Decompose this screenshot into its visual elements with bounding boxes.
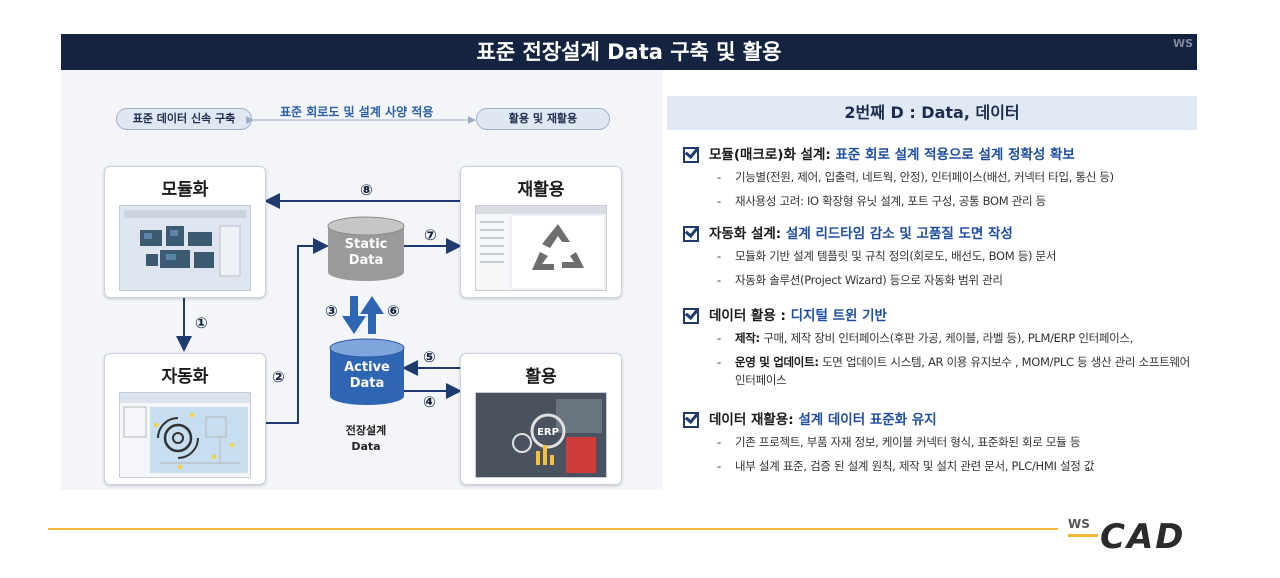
section-title-plain: 자동화 설계: [709,226,786,242]
step-6: ⑥ [387,302,400,320]
section-modular-title: 모듈(매크로)화 설계: 표준 회로 설계 적용으로 설계 정확성 확보 [683,146,1193,164]
active-data-label: Active Data [330,360,404,392]
footer-line [48,528,1058,530]
checkbox-icon [683,226,699,242]
bullet-item: 운영 및 업데이트: 도면 업데이트 시스템, AR 이용 유지보수 , MOM… [717,353,1193,389]
modularization-screenshot [119,205,251,291]
step-4: ④ [423,393,436,411]
arrow-3-6-block [342,296,384,334]
active-label-line1: Active [344,360,390,375]
section-data-utilization: 데이터 활용 : 디지털 트윈 기반 제작: 구매, 제작 장비 인터페이스(후… [683,307,1193,395]
bullet-item: 제작: 구매, 제작 장비 인터페이스(후판 가공, 케이블, 라벨 등), P… [717,329,1193,347]
caption-line1: 전장설계 [345,424,387,437]
step-5: ⑤ [423,348,436,366]
module-3d-image [120,206,250,290]
section-reuse-title: 데이터 재활용: 설계 데이터 표준화 유지 [683,411,1193,429]
pill-standard-data: 표준 데이터 신속 구축 [116,108,252,130]
ecad-data-caption: 전장설계 Data [328,423,404,455]
active-data-cylinder [329,338,405,405]
automation-image [120,393,250,473]
utilization-screenshot: ERP [475,392,607,478]
section-title-plain: 모듈(매크로)화 설계: [709,147,836,163]
step-8: ⑧ [360,181,373,199]
step-7: ⑦ [424,226,437,244]
data-description-panel: 2번째 D : Data, 데이터 모듈(매크로)화 설계: 표준 회로 설계 … [667,96,1197,494]
recycle-image [476,206,606,290]
section-title-plain: 데이터 활용 : [709,308,791,324]
section-modular: 모듈(매크로)화 설계: 표준 회로 설계 적용으로 설계 정확성 확보 기능별… [683,146,1193,216]
bullet-item: 재사용성 고려: IO 확장형 유닛 설계, 포트 구성, 공통 BOM 관리 … [717,192,1193,210]
erp-label: ERP [537,427,559,438]
section-title-highlight: 설계 데이터 표준화 유지 [798,412,937,428]
section-title-highlight: 표준 회로 설계 적용으로 설계 정확성 확보 [835,147,1075,163]
card-reuse: 재활용 [460,166,622,298]
checkbox-icon [683,412,699,428]
logo-cad: CAD [1100,517,1186,554]
title-logo: WS [1172,37,1193,50]
erp-image: ERP [476,393,606,477]
bullet-text: 도면 업데이트 시스템, AR 이용 유지보수 , MOM/PLC 등 생산 관… [735,355,1190,387]
arrow-2 [266,238,329,424]
page-title: 표준 전장설계 Data 구축 및 활용 [476,40,782,64]
erp-gear-icon [530,413,566,449]
recycle-icon [532,224,584,270]
bullet-bold: 제작: [735,331,760,345]
step-3: ③ [325,302,338,320]
card-utilization: 활용 ERP [460,353,622,485]
static-data-label: Static Data [328,237,404,269]
card-modularization: 모듈화 [104,166,266,298]
bullet-bold: 운영 및 업데이트: [735,355,819,369]
section-title-plain: 데이터 재활용: [709,412,799,428]
static-label-line2: Data [348,253,384,268]
section-automation-title: 자동화 설계: 설계 리드타임 감소 및 고품질 도면 작성 [683,225,1193,243]
active-label-line2: Data [349,376,385,391]
step-1: ① [195,314,208,332]
page-title-bar: 표준 전장설계 Data 구축 및 활용 WS [61,34,1197,70]
step-2: ② [272,368,285,386]
card-automation-title: 자동화 [161,367,209,387]
bullet-item: 자동화 솔루션(Project Wizard) 등으로 자동화 범위 관리 [717,271,1193,289]
card-modularization-title: 모듈화 [161,180,209,200]
section-title-highlight: 디지털 트윈 기반 [790,308,887,324]
card-utilization-title: 활용 [525,367,557,387]
connector-label: 표준 회로도 및 설계 사양 적용 [280,105,434,119]
section-title-highlight: 설계 리드타임 감소 및 고품질 도면 작성 [785,226,1013,242]
bullet-item: 기능별(전원, 제어, 입출력, 네트웍, 안정), 인터페이스(배선, 커넥터… [717,168,1193,186]
gear-icon [163,423,193,453]
card-automation: 자동화 [104,353,266,485]
reuse-screenshot [475,205,607,291]
card-reuse-title: 재활용 [517,180,565,200]
caption-line2: Data [351,440,381,453]
wscad-logo: WS CAD [1068,517,1186,554]
static-label-line1: Static [344,237,388,252]
panel-header: 2번째 D : Data, 데이터 [667,96,1197,130]
pill-reuse: 활용 및 재활용 [476,108,610,130]
bullet-item: 기존 프로젝트, 부품 자재 정보, 케이블 커넥터 형식, 표준화된 회로 모… [717,433,1193,451]
bullet-item: 내부 설계 표준, 검증 된 설계 원칙, 제작 및 설치 관련 문서, PLC… [717,457,1193,475]
logo-ws: WS [1068,517,1090,531]
automation-screenshot [119,392,251,478]
section-data-reuse: 데이터 재활용: 설계 데이터 표준화 유지 기존 프로젝트, 부품 자재 정보… [683,411,1193,481]
section-utilization-title: 데이터 활용 : 디지털 트윈 기반 [683,307,1193,325]
checkbox-icon [683,147,699,163]
static-data-cylinder [327,216,405,281]
section-automation: 자동화 설계: 설계 리드타임 감소 및 고품질 도면 작성 모듈화 기반 설계… [683,225,1193,295]
checkbox-icon [683,308,699,324]
bullet-item: 모듈화 기반 설계 템플릿 및 규칙 정의(회로도, 배선도, BOM 등) 문… [717,247,1193,265]
bullet-text: 구매, 제작 장비 인터페이스(후판 가공, 케이블, 라벨 등), PLM/E… [759,331,1134,345]
